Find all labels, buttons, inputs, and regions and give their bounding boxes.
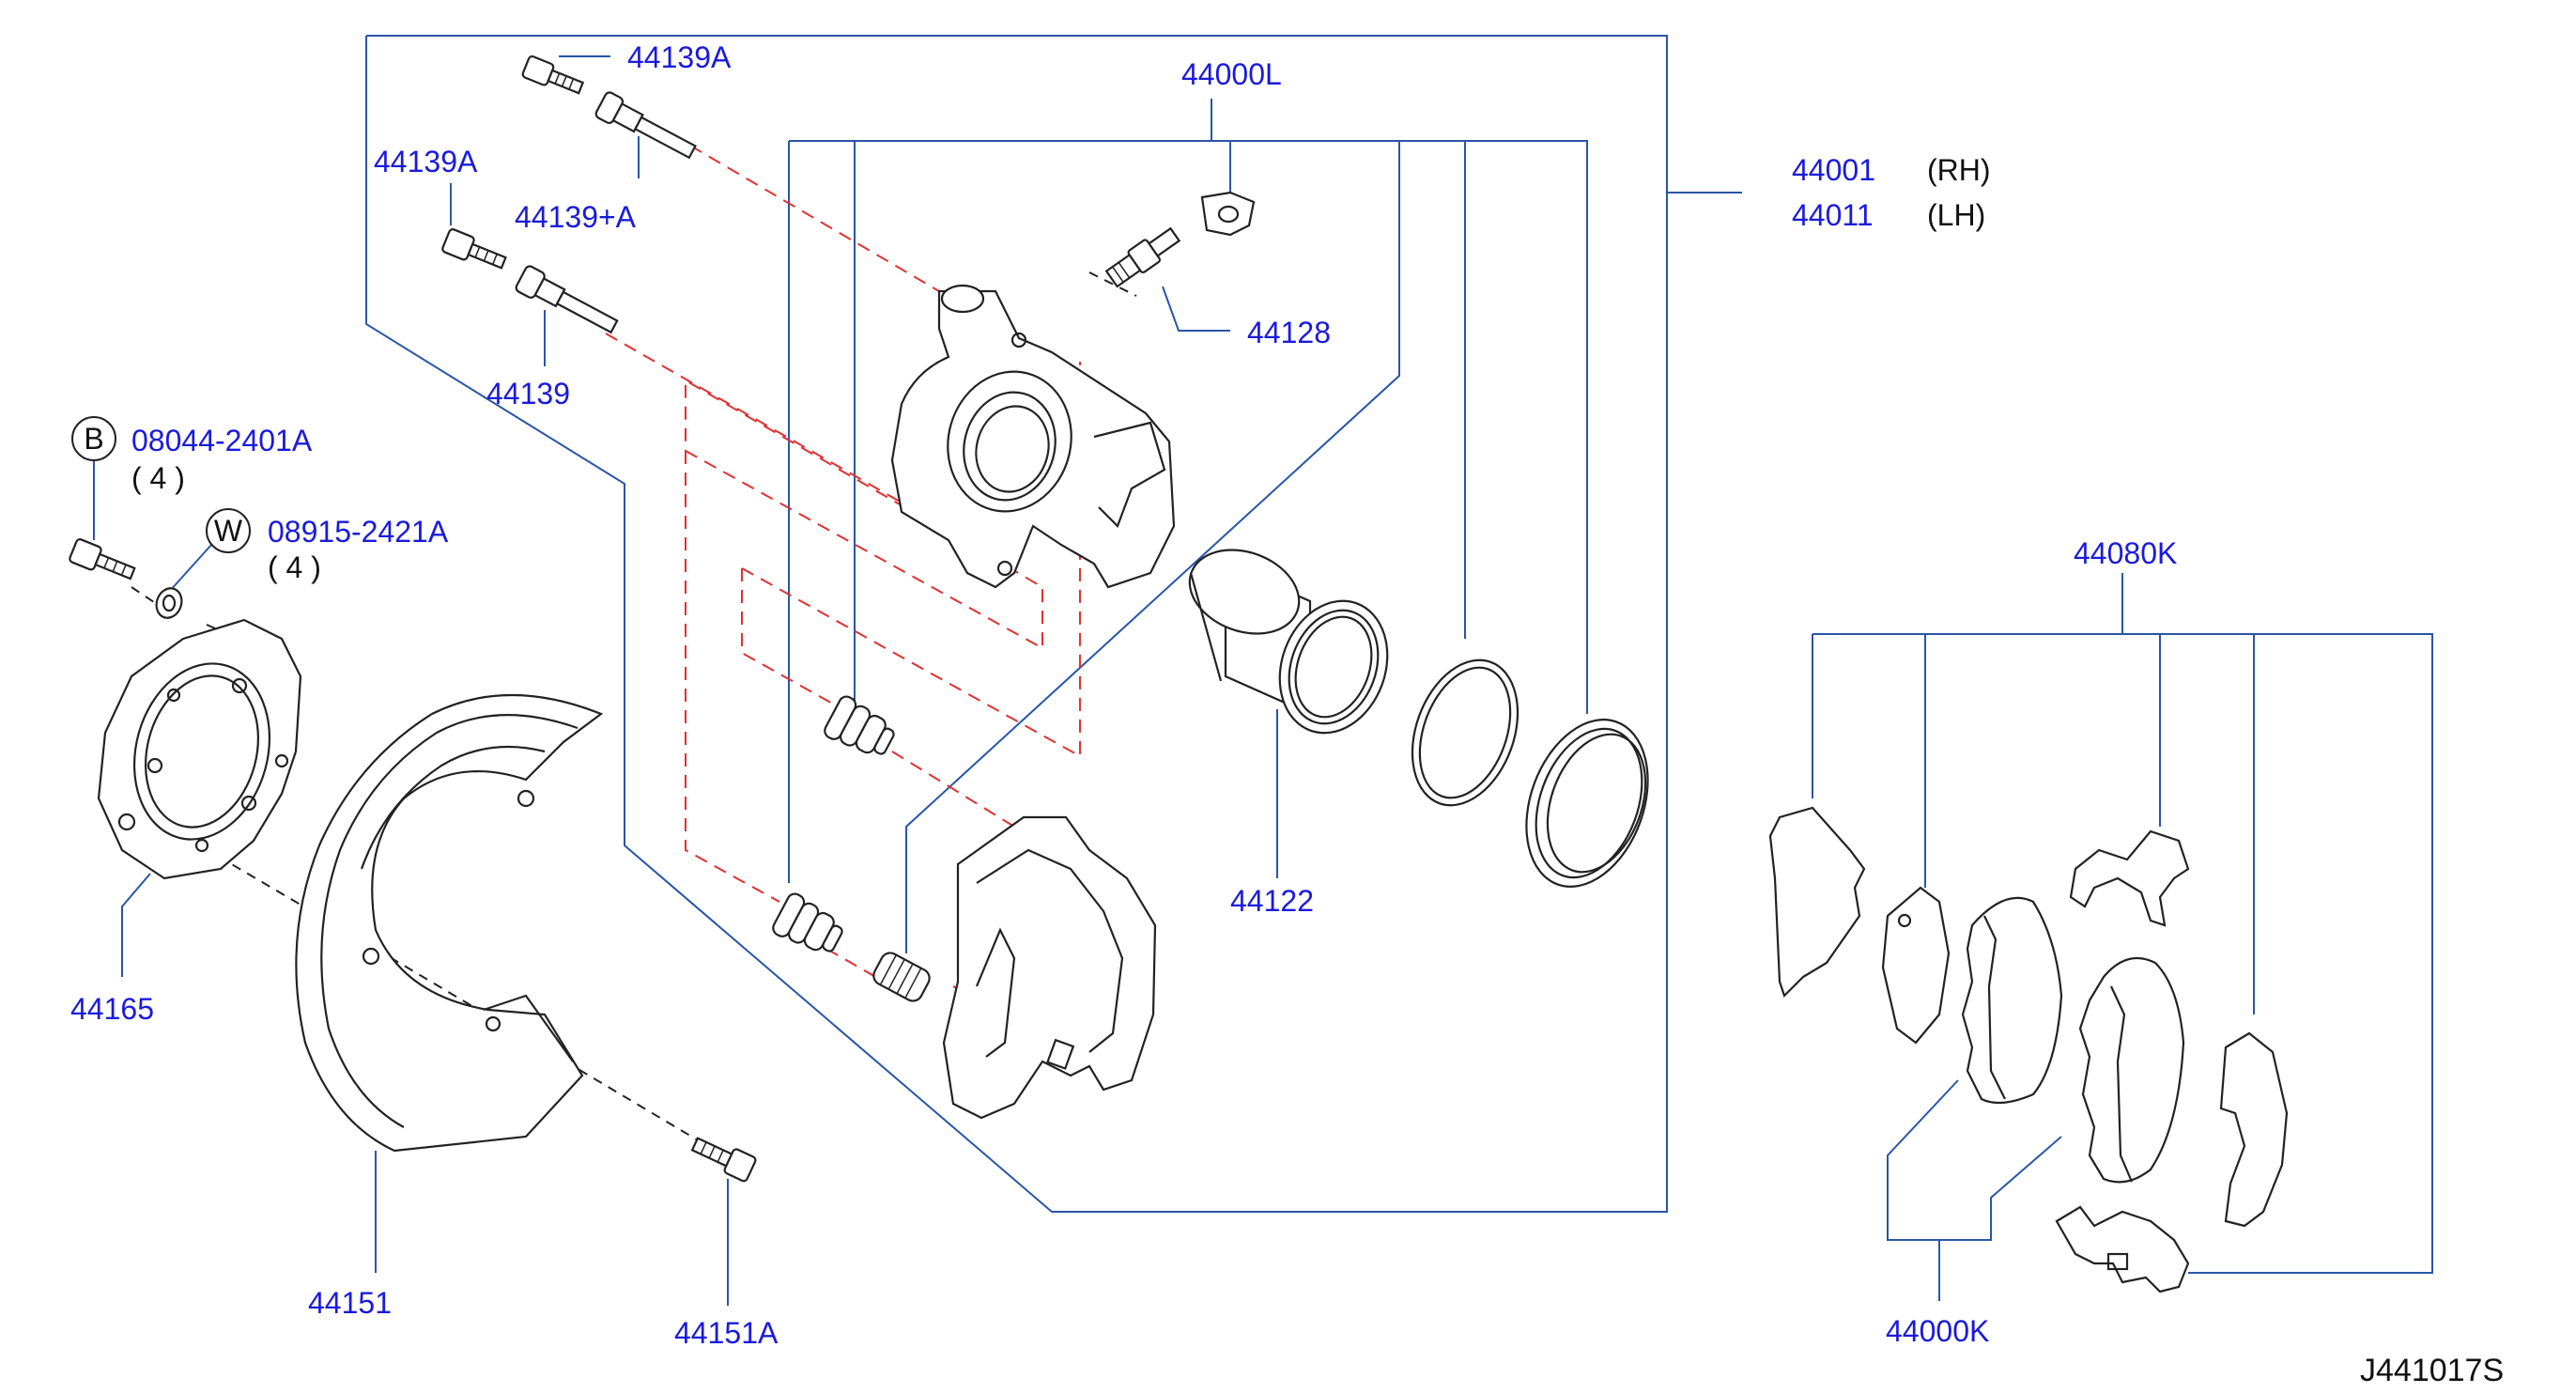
- boot-lower: [772, 892, 843, 953]
- label-44151: 44151: [308, 1286, 392, 1320]
- brake-pad-left: [1961, 896, 2063, 1105]
- label-44165: 44165: [70, 992, 154, 1026]
- label-44139a-top: 44139A: [627, 40, 732, 74]
- label-44000l: 44000L: [1181, 57, 1282, 91]
- piston-seal-ring: [1411, 658, 1519, 807]
- piston-44122: [1188, 549, 1389, 735]
- label-44001: 44001: [1792, 153, 1875, 187]
- leader-lines: [93, 35, 2433, 1306]
- circle-marker-b: B: [71, 416, 116, 461]
- bleeder-cap-44000l: [1200, 191, 1256, 237]
- label-44128: 44128: [1247, 316, 1331, 349]
- adapter-plate-44165: [97, 618, 302, 880]
- pad-shim-inner-left: [1881, 886, 1951, 1045]
- brake-pad-right: [2078, 956, 2185, 1184]
- circle-marker-b-text: B: [84, 422, 103, 456]
- label-44139-plus-a: 44139+A: [515, 200, 637, 234]
- caliper-support-bracket: [942, 815, 1157, 1120]
- pin-44139-plus-a: [594, 91, 697, 160]
- circle-marker-w: W: [206, 508, 251, 553]
- pad-shim-outer-left: [1768, 806, 1866, 999]
- caliper-body-44000l: [890, 284, 1176, 589]
- label-44122: 44122: [1230, 884, 1314, 918]
- pin-44139: [515, 265, 619, 334]
- dust-seal-ring: [1525, 719, 1649, 888]
- pad-shim-outer-right: [2219, 1031, 2289, 1228]
- spring-boot: [872, 952, 931, 1002]
- bolt-08044: [69, 538, 136, 581]
- label-44011-side: (LH): [1927, 198, 1985, 232]
- label-44001-side: (RH): [1927, 153, 1991, 187]
- anti-squeal-clip-bottom: [2055, 1205, 2190, 1293]
- bolt-44139a-top: [521, 54, 585, 95]
- label-44011: 44011: [1792, 198, 1874, 232]
- label-44151a: 44151A: [674, 1316, 779, 1350]
- circle-marker-w-text: W: [214, 514, 243, 548]
- bleeder-screw-44128: [1104, 226, 1181, 288]
- label-08044: 08044-2401A: [131, 424, 313, 457]
- anti-squeal-clip-top: [2069, 829, 2190, 927]
- bolt-44139a-left: [441, 228, 507, 270]
- label-08915: 08915-2421A: [268, 515, 449, 549]
- label-44139a-left: 44139A: [374, 145, 478, 178]
- drawing-reference-code: J441017S: [2360, 1353, 2504, 1388]
- label-44000k: 44000K: [1886, 1314, 1989, 1348]
- washer-08915: [155, 587, 183, 619]
- label-44080k: 44080K: [2074, 536, 2177, 570]
- label-08044-qty: ( 4 ): [131, 461, 185, 495]
- label-44139: 44139: [486, 377, 570, 410]
- part-labels: 44139A 44139A 44139+A 44139 44000L 44128…: [70, 40, 2504, 1388]
- splash-shield-44151: [295, 693, 604, 1153]
- boot-upper: [824, 695, 895, 755]
- bolt-44151a: [690, 1137, 757, 1183]
- label-08915-qty: ( 4 ): [268, 550, 321, 584]
